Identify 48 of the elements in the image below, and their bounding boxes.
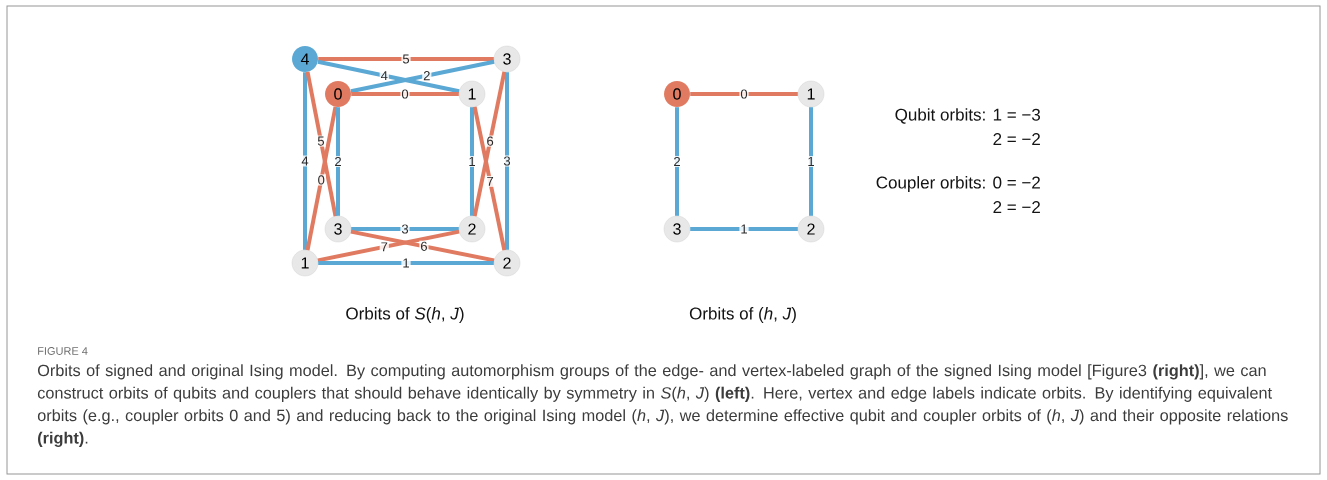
edge-line — [809, 107, 813, 216]
text-label: 2 = −2 — [993, 201, 1040, 213]
edge-line — [318, 57, 494, 61]
edge-label: 7 — [485, 175, 495, 187]
edge-label: 1 — [467, 156, 477, 167]
edge-line — [675, 107, 679, 216]
text-label: FIGURE 4 — [38, 347, 88, 355]
edge-line — [317, 229, 460, 263]
edge-line — [505, 72, 509, 250]
edge-label: 7 — [379, 241, 389, 253]
edge-label: 4 — [300, 155, 310, 167]
edge-label: 0 — [400, 88, 410, 100]
edge-line — [350, 59, 495, 94]
edge-label: 3 — [400, 223, 410, 235]
edge-label: 0 — [739, 88, 749, 100]
edge-line — [351, 92, 459, 96]
edge-label: 1 — [401, 257, 411, 269]
text-label: Coupler orbits: 0 = −2 — [876, 176, 1040, 192]
edge-label: 1 — [739, 223, 749, 235]
edge-label: 2 — [422, 70, 432, 82]
edge-label: 4 — [379, 70, 389, 82]
edge-line — [317, 59, 460, 94]
edge-label: 0 — [316, 174, 326, 186]
edge-label: 3 — [502, 155, 512, 167]
edge-line — [351, 227, 459, 231]
edge-line — [472, 106, 507, 251]
edge-line — [350, 229, 495, 263]
edge-label: 2 — [672, 155, 682, 168]
edge-label: 6 — [419, 240, 429, 252]
edge-label: 6 — [485, 135, 495, 147]
edge-label: 5 — [401, 53, 411, 65]
text-label: Qubit orbits: 1 = −3 — [895, 108, 1041, 124]
text-label: Orbits of (h, J) — [689, 307, 796, 323]
edge-line — [305, 71, 338, 217]
edge-label: 2 — [333, 155, 343, 168]
edge-line — [336, 107, 340, 216]
text-label: Orbits of S(h, J) — [346, 307, 464, 323]
edge-line — [303, 72, 307, 250]
edge-line — [472, 71, 507, 217]
edge-line — [690, 227, 798, 231]
edge-line — [318, 261, 494, 265]
edge-line — [305, 106, 338, 251]
edge-label: 5 — [316, 135, 326, 147]
edge-line — [690, 92, 798, 96]
caption: Orbits of signed and original Ising model. By computing automorphism groups of the edge- and vertex-labeled graph of the signed Ising model [Figure3 (right)], we can construct orbits of qubits and couplers that should behave identically by symmetry in S(h, J) (left). Here, vertex and edge labels indicate orbits. By identifying equivalent orbits (e.g., coupler orbits 0 and 5) and reducing back to the original Ising model (h, J), we determine effective qubit and coupler orbits of (h, J) and their opposite relations (right). — [37, 364, 1288, 447]
text-label: 2 = −2 — [993, 133, 1040, 145]
edge-line — [470, 107, 474, 216]
edge-label: 1 — [806, 156, 816, 167]
